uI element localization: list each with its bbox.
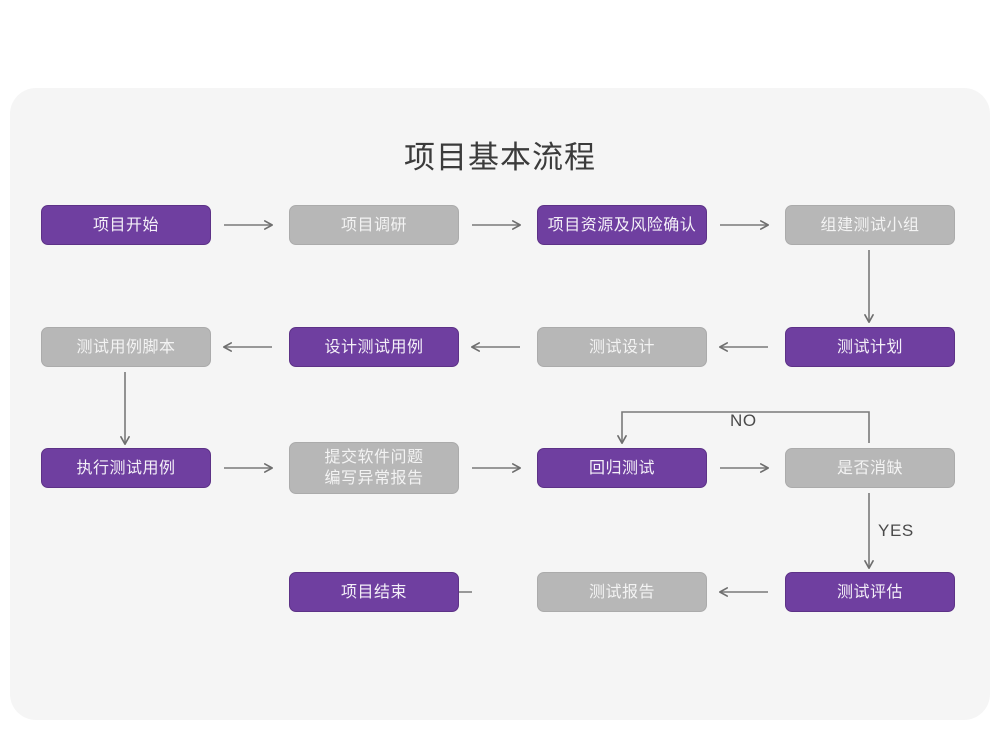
node-form-test-team[interactable]: 组建测试小组 xyxy=(785,205,955,245)
node-resource-risk-confirm[interactable]: 项目资源及风险确认 xyxy=(537,205,707,245)
edge-label-yes: YES xyxy=(878,521,914,540)
node-project-start[interactable]: 项目开始 xyxy=(41,205,211,245)
node-execute-test-cases[interactable]: 执行测试用例 xyxy=(41,448,211,488)
node-test-design[interactable]: 测试设计 xyxy=(537,327,707,367)
node-submit-issue-report[interactable]: 提交软件问题 编写异常报告 xyxy=(289,442,459,494)
edge-label-no: NO xyxy=(730,411,757,430)
flowchart-card xyxy=(10,88,990,720)
node-test-report[interactable]: 测试报告 xyxy=(537,572,707,612)
node-project-end[interactable]: 项目结束 xyxy=(289,572,459,612)
node-defect-cleared-decision[interactable]: 是否消缺 xyxy=(785,448,955,488)
node-regression-test[interactable]: 回归测试 xyxy=(537,448,707,488)
node-test-plan[interactable]: 测试计划 xyxy=(785,327,955,367)
node-test-case-script[interactable]: 测试用例脚本 xyxy=(41,327,211,367)
node-project-research[interactable]: 项目调研 xyxy=(289,205,459,245)
node-design-test-cases[interactable]: 设计测试用例 xyxy=(289,327,459,367)
node-test-evaluation[interactable]: 测试评估 xyxy=(785,572,955,612)
page-title: 项目基本流程 xyxy=(404,140,596,175)
